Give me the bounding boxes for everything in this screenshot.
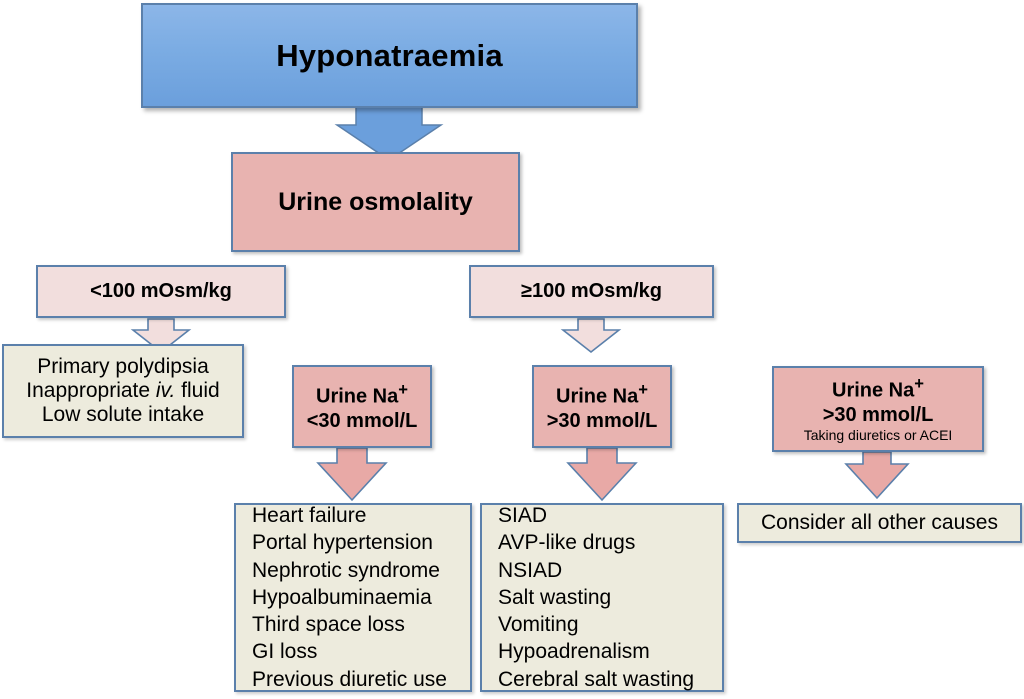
node-urine-osmolality[interactable]: Urine osmolality: [231, 152, 520, 252]
node-urine-na-low-value: <30 mmol/L: [306, 409, 418, 432]
arrow-na-low-to-causes: [316, 447, 388, 502]
list-item: GI loss: [252, 640, 318, 664]
node-causes-other[interactable]: Consider all other causes: [737, 503, 1022, 543]
arrow-high-threshold-down: [560, 318, 622, 354]
list-item: NSIAD: [498, 558, 563, 582]
cause-line: Low solute intake: [41, 403, 205, 426]
list-item: Cerebral salt wasting: [498, 667, 695, 691]
node-urine-na-low-title: Urine Na+: [316, 379, 408, 408]
node-causes-na-low[interactable]: Heart failure Portal hypertension Nephro…: [234, 503, 472, 692]
node-causes-na-high[interactable]: SIAD AVP-like drugs NSIAD Salt wasting V…: [480, 503, 724, 692]
list-item: Hypoadrenalism: [498, 640, 650, 664]
list-item: AVP-like drugs: [498, 531, 636, 555]
list-item: Third space loss: [252, 613, 405, 637]
node-hyponatraemia-label: Hyponatraemia: [276, 37, 503, 73]
node-threshold-high-label: ≥100 mOsm/kg: [520, 280, 663, 302]
list-item: Salt wasting: [498, 585, 612, 609]
list-item: SIAD: [498, 503, 548, 527]
node-urine-na-low[interactable]: Urine Na+ <30 mmol/L: [292, 365, 432, 448]
node-low-osmolality-causes[interactable]: Primary polydipsia Inappropriate iv. flu…: [2, 344, 244, 438]
list-item: Heart failure: [252, 503, 367, 527]
cause-line: Primary polydipsia: [37, 355, 209, 378]
list-item: Previous diuretic use: [252, 667, 447, 691]
node-threshold-low[interactable]: <100 mOsm/kg: [36, 265, 286, 318]
node-hyponatraemia[interactable]: Hyponatraemia: [141, 3, 638, 108]
node-urine-na-high-value: >30 mmol/L: [546, 409, 658, 432]
list-item: Nephrotic syndrome: [252, 558, 440, 582]
node-urine-na-diuretics-value: >30 mmol/L: [822, 403, 934, 426]
arrow-diuretics-to-causes: [844, 451, 910, 500]
arrow-na-high-to-causes: [566, 447, 638, 502]
list-item: Hypoalbuminaemia: [252, 585, 432, 609]
list-item: Portal hypertension: [252, 531, 433, 555]
node-urine-na-diuretics[interactable]: Urine Na+ >30 mmol/L Taking diuretics or…: [772, 366, 984, 452]
node-threshold-low-label: <100 mOsm/kg: [90, 280, 232, 302]
node-urine-na-diuretics-title: Urine Na+: [832, 374, 924, 402]
node-urine-na-high-title: Urine Na+: [556, 379, 648, 408]
node-threshold-high[interactable]: ≥100 mOsm/kg: [469, 265, 714, 318]
cause-line: Inappropriate iv. fluid: [26, 379, 220, 402]
list-item: Vomiting: [498, 613, 579, 637]
node-urine-na-high[interactable]: Urine Na+ >30 mmol/L: [532, 365, 672, 448]
node-urine-osmolality-label: Urine osmolality: [278, 187, 473, 216]
node-urine-na-diuretics-note: Taking diuretics or ACEI: [803, 427, 953, 444]
list-item: Consider all other causes: [761, 511, 998, 534]
